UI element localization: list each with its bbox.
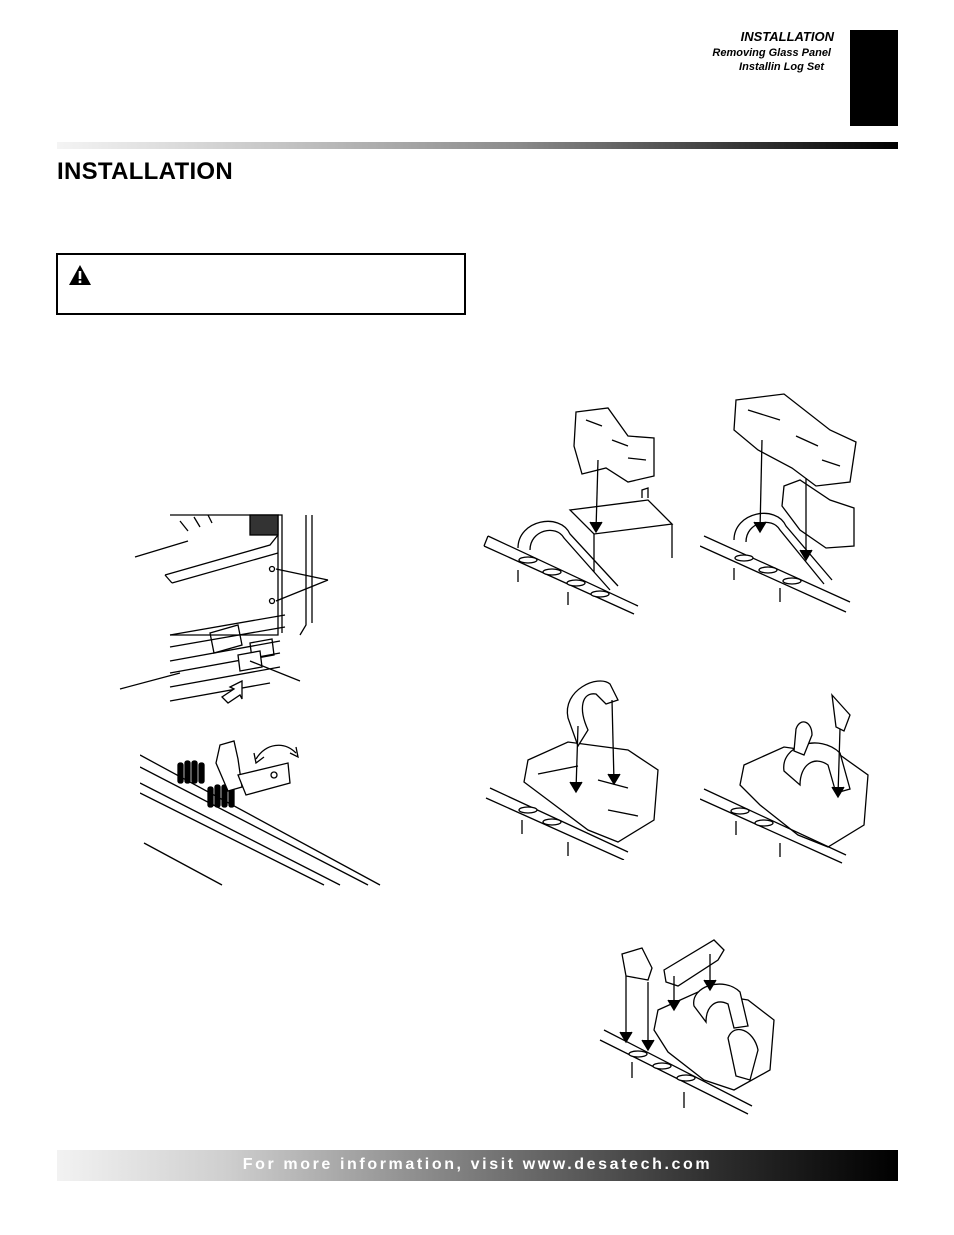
log-set-step-4-illustration — [700, 693, 869, 864]
header-subtopic-1: Removing Glass Panel — [712, 47, 831, 59]
log-set-step-2-illustration — [700, 393, 857, 613]
log-set-step-1-illustration — [483, 407, 674, 615]
header-subtopic-2: Installin Log Set — [739, 61, 824, 73]
warning-box — [56, 253, 466, 315]
section-tab-marker — [850, 30, 898, 126]
glass-panel-removal-illustration — [119, 514, 329, 704]
header-gradient-rule — [57, 142, 898, 149]
page-title: INSTALLATION — [57, 158, 234, 185]
log-set-step-5-illustration — [599, 939, 775, 1115]
header-section-title: INSTALLATION — [740, 29, 834, 44]
footer-website-text: For more information, visit www.desatech… — [242, 1156, 713, 1173]
header-subtopics: Removing Glass Panel Installin Log Set — [712, 46, 831, 74]
latch-detail-illustration — [140, 740, 381, 886]
footer-bar: For more information, visit www.desatech… — [57, 1150, 898, 1181]
log-set-step-3-illustration — [485, 680, 659, 860]
warning-triangle-icon — [69, 265, 91, 285]
